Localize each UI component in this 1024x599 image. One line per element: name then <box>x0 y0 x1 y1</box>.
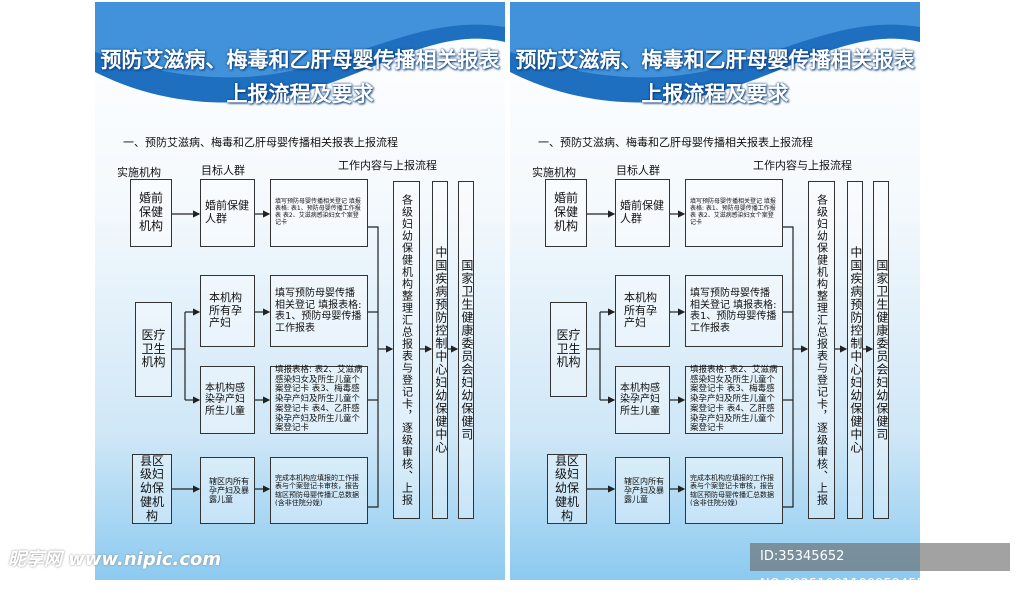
content-all-pregnant: 填写预防母婴传播相关登记 填报表格: 表1、预防母婴传播工作报表 <box>270 275 368 347</box>
content-infected-children: 填报表格: 表2、艾滋病感染妇女及所生儿童个案登记卡 表3、梅毒感染孕产妇及所生… <box>685 365 783 434</box>
content-premarital: 填写预防母婴传播相关登记 填报表格: 表1、预防母婴传播工作报表 表2、艾滋病感… <box>685 179 783 247</box>
institution-premarital: 婚前保健机构 <box>130 179 172 247</box>
content-all-pregnant: 填写预防母婴传播相关登记 填报表格: 表1、预防母婴传播工作报表 <box>685 275 783 347</box>
section-title: 一、预防艾滋病、梅毒和乙肝母婴传播相关报表上报流程 <box>123 136 398 149</box>
header-target: 目标人群 <box>616 164 660 177</box>
header-workflow: 工作内容与上报流程 <box>753 159 852 172</box>
target-all-pregnant: 本机构所有孕产妇 <box>200 275 255 347</box>
content-district: 完成本机构应填报的工作报表与个案登记卡审核，报告辖区预防母婴传播汇总数据(含非住… <box>685 457 783 524</box>
poster-title-line1: 预防艾滋病、梅毒和乙肝母婴传播相关报表 <box>515 48 915 72</box>
target-district: 辖区内所有孕产妇及暴露儿童 <box>200 457 255 524</box>
target-premarital: 婚前保健人群 <box>615 179 670 247</box>
institution-county: 县区级妇幼保健机构 <box>547 454 587 524</box>
target-infected-children: 本机构感染孕产妇所生儿童 <box>200 366 255 434</box>
header-institution: 实施机构 <box>532 166 576 179</box>
poster-title-line2: 上报流程及要求 <box>226 82 374 106</box>
header-institution: 实施机构 <box>117 166 161 179</box>
column-nhc: 国家卫生健康委员会妇幼保健司 <box>873 181 889 519</box>
target-premarital: 婚前保健人群 <box>200 179 255 247</box>
column-all-levels: 各级妇幼保健机构整理汇总报表与登记卡，逐级审核、上报 <box>808 181 835 519</box>
header-target: 目标人群 <box>201 164 245 177</box>
target-infected-children: 本机构感染孕产妇所生儿童 <box>615 366 670 434</box>
flow-connectors <box>587 210 874 508</box>
header-wave <box>510 2 920 103</box>
image-id-label: ID:35345652 NO:20251001100959455102 <box>750 543 1010 592</box>
content-district: 完成本机构应填报的工作报表与个案登记卡审核，报告辖区预防母婴传播汇总数据(含非住… <box>270 457 368 524</box>
content-infected-children: 填报表格: 表2、艾滋病感染妇女及所生儿童个案登记卡 表3、梅毒感染孕产妇及所生… <box>270 365 368 434</box>
institution-county: 县区级妇幼保健机构 <box>132 454 172 524</box>
section-title: 一、预防艾滋病、梅毒和乙肝母婴传播相关报表上报流程 <box>538 136 813 149</box>
poster-panel: 预防艾滋病、梅毒和乙肝母婴传播相关报表 上报流程及要求 一、预防艾滋病、梅毒和乙… <box>510 2 920 580</box>
content-premarital: 填写预防母婴传播相关登记 填报表格: 表1、预防母婴传播工作报表 表2、艾滋病感… <box>270 179 368 247</box>
column-nhc: 国家卫生健康委员会妇幼保健司 <box>458 181 474 519</box>
column-cdc: 中国疾病预防控制中心妇幼保健中心 <box>432 181 448 519</box>
target-district: 辖区内所有孕产妇及暴露儿童 <box>615 457 670 524</box>
institution-medical: 医疗卫生机构 <box>550 302 587 397</box>
column-cdc: 中国疾病预防控制中心妇幼保健中心 <box>847 181 863 519</box>
institution-medical: 医疗卫生机构 <box>135 302 172 397</box>
watermark-logo: 昵享网 www.nipic.com <box>8 549 222 570</box>
header-workflow: 工作内容与上报流程 <box>338 159 437 172</box>
institution-premarital: 婚前保健机构 <box>545 179 587 247</box>
column-all-levels: 各级妇幼保健机构整理汇总报表与登记卡，逐级审核、上报 <box>393 181 420 519</box>
flow-connectors <box>172 210 459 508</box>
poster-panel: 预防艾滋病、梅毒和乙肝母婴传播相关报表 上报流程及要求 一、预防艾滋病、梅毒和乙… <box>95 2 505 580</box>
poster-title-line2: 上报流程及要求 <box>641 82 789 106</box>
header-wave <box>95 2 505 103</box>
poster-title-line1: 预防艾滋病、梅毒和乙肝母婴传播相关报表 <box>100 48 500 72</box>
target-all-pregnant: 本机构所有孕产妇 <box>615 275 670 347</box>
